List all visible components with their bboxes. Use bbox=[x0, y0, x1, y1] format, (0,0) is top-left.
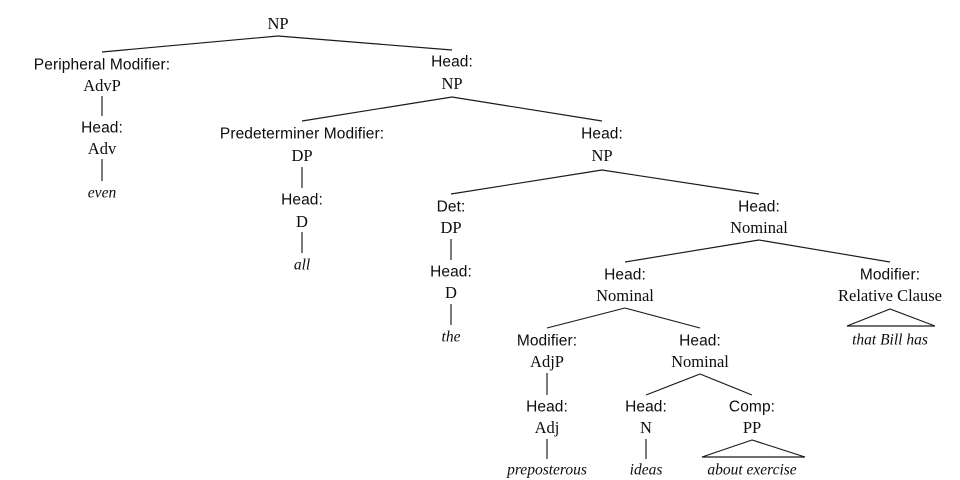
tree-triangle bbox=[701, 439, 806, 458]
node-function-label: Det: bbox=[436, 198, 466, 216]
triangle-group bbox=[701, 308, 936, 458]
node-category-label: Nominal bbox=[596, 285, 654, 305]
node-category-label: DP bbox=[440, 217, 462, 237]
tree-edge bbox=[101, 35, 279, 53]
tree-edge bbox=[451, 96, 603, 122]
node-category-label: NP bbox=[441, 73, 463, 93]
node-function-label: Head: bbox=[738, 198, 780, 216]
node-category-label: PP bbox=[742, 417, 762, 437]
tree-edge bbox=[624, 307, 701, 329]
edge-group bbox=[101, 35, 891, 459]
tree-edge bbox=[277, 35, 453, 51]
node-category-label: Adv bbox=[87, 138, 117, 158]
tree-edge bbox=[758, 239, 891, 263]
tree-edge bbox=[546, 307, 626, 329]
tree-edge bbox=[301, 96, 453, 122]
node-category-label: D bbox=[445, 282, 457, 302]
tree-edge bbox=[699, 373, 753, 396]
node-category-label: Relative Clause bbox=[837, 285, 943, 305]
node-function-label: Head: bbox=[679, 332, 721, 350]
node-category-label: NP bbox=[591, 145, 613, 165]
node-function-label: Head: bbox=[526, 398, 568, 416]
node-function-label: Head: bbox=[281, 191, 323, 209]
terminal-word: even bbox=[87, 184, 117, 202]
node-function-label: Modifier: bbox=[516, 332, 578, 350]
terminal-word: all bbox=[293, 256, 311, 274]
node-category-label: Nominal bbox=[730, 217, 788, 237]
node-category-label: Nominal bbox=[671, 351, 729, 371]
terminal-word: preposterous bbox=[507, 461, 587, 479]
node-category-label: N bbox=[640, 417, 652, 437]
node-function-label: Head: bbox=[625, 398, 667, 416]
node-function-label: Peripheral Modifier: bbox=[33, 56, 171, 74]
node-category-label: AdvP bbox=[83, 75, 121, 95]
terminal-word: the bbox=[441, 328, 461, 346]
tree-edge bbox=[601, 169, 760, 195]
terminal-word: ideas bbox=[629, 461, 663, 479]
node-function-label: Head: bbox=[430, 263, 472, 281]
node-category-label: Adj bbox=[534, 417, 560, 437]
node-function-label: Head: bbox=[581, 125, 623, 143]
node-function-label: Predeterminer Modifier: bbox=[219, 125, 385, 143]
node-function-label: Comp: bbox=[728, 398, 776, 416]
tree-edge bbox=[624, 239, 760, 263]
node-category-label: AdjP bbox=[530, 351, 564, 371]
node-function-label: Modifier: bbox=[859, 266, 921, 284]
node-function-label: Head: bbox=[604, 266, 646, 284]
tree-triangle bbox=[846, 308, 936, 327]
terminal-word: about exercise bbox=[707, 461, 797, 479]
tree-edge bbox=[450, 169, 603, 195]
node-category-label: NP bbox=[267, 13, 289, 33]
node-function-label: Head: bbox=[81, 119, 123, 137]
tree-edge bbox=[645, 373, 701, 396]
node-function-label: Head: bbox=[431, 53, 473, 71]
node-category-label: D bbox=[296, 211, 308, 231]
terminal-word: that Bill has bbox=[852, 331, 928, 349]
node-category-label: DP bbox=[291, 145, 313, 165]
